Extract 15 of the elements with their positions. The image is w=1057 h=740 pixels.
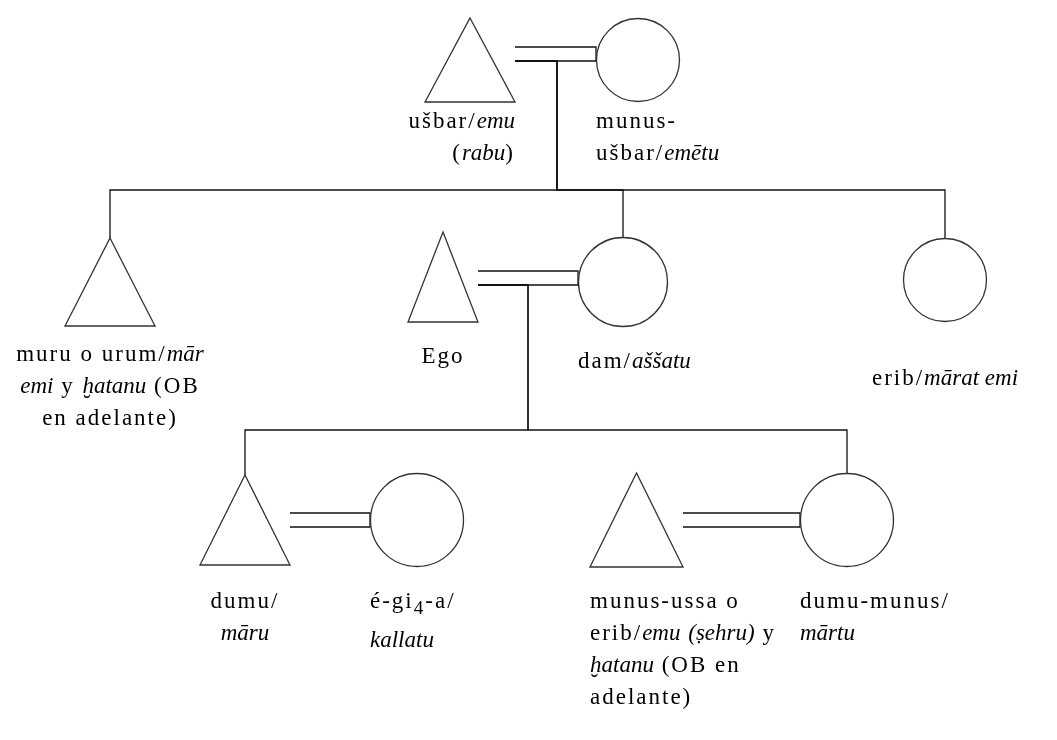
kinship-term: Ego: [420, 342, 466, 370]
kinship-term: munus-ussa o erib/emu (ṣehru) y ḫatanu (OB en adelante): [590, 587, 777, 711]
kinship-term: dumu/ māru: [209, 587, 281, 647]
kinship-term: dam/aššatu: [578, 347, 692, 375]
descent-line: [477, 284, 848, 474]
marriage-double-line: [289, 512, 371, 528]
kinship-term: munus- ušbar/emētu: [596, 107, 721, 167]
marriage-double-line: [514, 46, 597, 62]
kinship-term: ušbar/emu (rabu): [407, 107, 515, 167]
kinship-term: é-gi$_{4}$-a/ kallatu: [370, 587, 457, 654]
marriage-double-line: [682, 512, 801, 528]
kinship-term: erib/mārat emi: [870, 364, 1020, 392]
kinship-term: muru o urum/mār emi y ḫatanu (OB en adelante): [15, 340, 205, 432]
kinship-term: dumu-munus/ mārtu: [800, 587, 951, 647]
marriage-double-line: [477, 270, 579, 286]
